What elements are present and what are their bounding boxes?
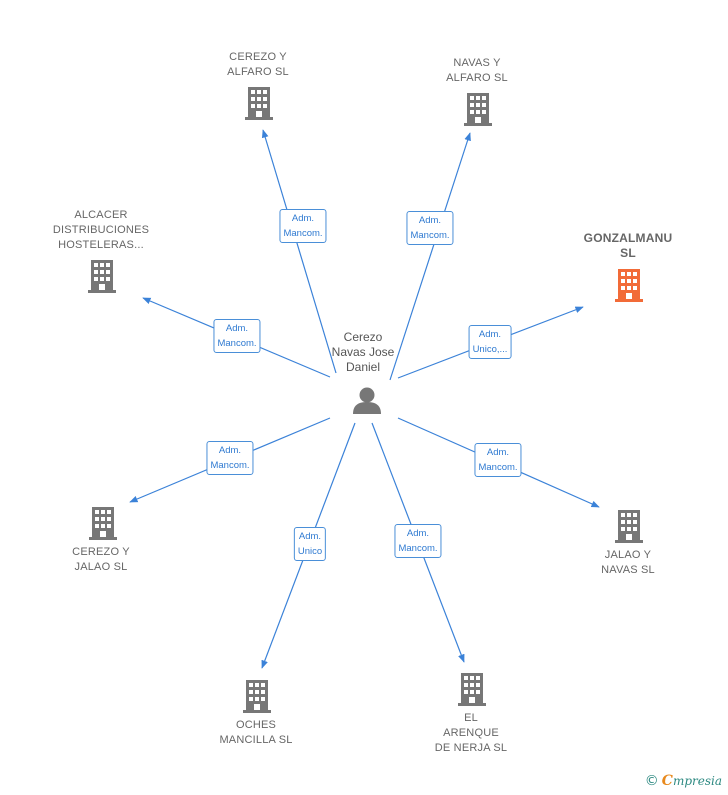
copyright-icon: © [644, 773, 659, 789]
building-icon[interactable] [615, 269, 643, 302]
brand-initial: C [661, 773, 673, 789]
building-icon[interactable] [243, 680, 271, 713]
brand-logo: ©Cmpresia [645, 773, 722, 789]
role-label-navas-alfaro: Adm. Mancom. [406, 211, 454, 245]
edge-navas-alfaro [389, 132, 471, 381]
building-icon[interactable] [458, 673, 486, 706]
company-name-navas-alfaro[interactable]: NAVAS Y ALFARO SL [446, 57, 508, 84]
person-icon [353, 387, 381, 414]
building-icon[interactable] [89, 507, 117, 540]
role-label-jalao-navas: Adm. Mancom. [474, 443, 522, 477]
building-icon[interactable] [615, 510, 643, 543]
center-person-name[interactable]: Cerezo Navas Jose Daniel [331, 330, 395, 374]
role-label-cerezo-alfaro: Adm. Mancom. [279, 209, 327, 243]
role-label-alcacer: Adm. Mancom. [213, 319, 261, 353]
company-name-alcacer[interactable]: ALCACER DISTRIBUCIONES HOSTELERAS... [52, 209, 150, 251]
role-label-el-arenque: Adm. Mancom. [394, 524, 442, 558]
role-label-gonzalmanu: Adm. Unico,... [468, 325, 512, 359]
company-name-jalao-navas[interactable]: JALAO Y NAVAS SL [601, 549, 655, 576]
building-icon[interactable] [245, 87, 273, 120]
role-label-cerezo-jalao: Adm. Mancom. [206, 441, 254, 475]
company-name-oches-mancilla[interactable]: OCHES MANCILLA SL [219, 719, 293, 746]
company-name-gonzalmanu[interactable]: GONZALMANU SL [583, 231, 673, 260]
edge-cerezo-alfaro [261, 129, 337, 374]
role-label-oches-mancilla: Adm. Unico [293, 527, 327, 561]
building-icon[interactable] [88, 260, 116, 293]
company-name-el-arenque[interactable]: EL ARENQUE DE NERJA SL [434, 712, 508, 754]
company-name-cerezo-jalao[interactable]: CEREZO Y JALAO SL [72, 546, 130, 573]
company-name-cerezo-alfaro[interactable]: CEREZO Y ALFARO SL [227, 51, 289, 78]
building-icon[interactable] [464, 93, 492, 126]
brand-name: mpresia [672, 774, 722, 788]
